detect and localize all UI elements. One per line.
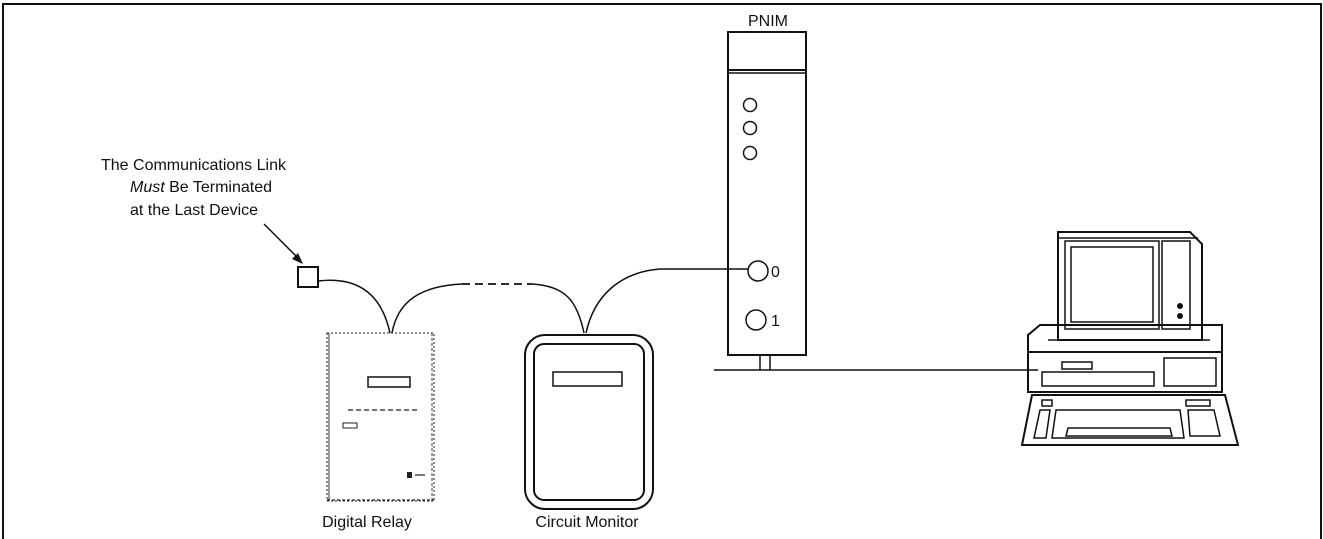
digital-relay: Digital Relay <box>322 332 435 531</box>
cable-monitor-to-pnim <box>585 268 748 334</box>
pnim-port-1 <box>745 309 767 331</box>
note-line-2: Must Be Terminated <box>130 179 272 196</box>
pc-monitor-screen-outer <box>1064 240 1160 330</box>
monitor-outer <box>524 334 654 510</box>
termination-note: The Communications Link Must Be Terminat… <box>101 157 319 288</box>
pnim-body <box>727 31 807 356</box>
relay-detail-3 <box>407 472 412 478</box>
note-must: Must <box>130 179 165 196</box>
pc-monitor-screen <box>1070 246 1154 323</box>
diagram-frame <box>2 3 1322 539</box>
pc-monitor-shell <box>1057 231 1203 341</box>
note-line-1: The Communications Link <box>101 157 287 174</box>
pnim-port-0 <box>747 260 769 282</box>
relay-display <box>367 376 411 388</box>
circuit-monitor: Circuit Monitor <box>524 334 654 531</box>
pc-keyboard-left-block <box>1033 409 1051 439</box>
cable-relay-to-link <box>391 283 463 334</box>
pnim-label: PNIM <box>748 13 788 30</box>
communication-cables <box>317 268 1038 371</box>
pc-system-unit-top <box>1027 324 1223 353</box>
relay-panel <box>326 332 435 502</box>
note-line-3: at the Last Device <box>130 202 258 219</box>
pc-monitor-knob-1 <box>1177 303 1183 309</box>
digital-relay-label: Digital Relay <box>322 514 412 531</box>
cable-terminator-to-relay <box>317 279 391 334</box>
pnim-led-1 <box>742 97 758 113</box>
relay-detail-2 <box>342 422 358 429</box>
monitor-display <box>552 371 623 387</box>
pc-drive-slot <box>1061 361 1093 370</box>
pc-keyboard-spacebar <box>1065 427 1173 437</box>
pc-keyboard-main-block <box>1051 409 1185 439</box>
monitor-inner <box>533 343 645 501</box>
pc-drive-bay <box>1163 357 1217 387</box>
note-arrow-line <box>263 223 301 261</box>
pc-keyboard-key-right <box>1185 399 1211 407</box>
pnim-module: PNIM 0 1 <box>727 13 807 356</box>
pc-system-unit <box>1027 351 1223 393</box>
terminator-block <box>297 266 319 288</box>
pnim-port-0-label: 0 <box>771 264 780 281</box>
pc-monitor-side-panel <box>1161 240 1191 330</box>
note-line-2-rest: Be Terminated <box>165 179 272 196</box>
pnim-port-1-label: 1 <box>771 313 780 330</box>
cable-link-to-monitor <box>531 283 585 334</box>
note-arrowhead <box>292 253 303 264</box>
pc-monitor-knob-2 <box>1177 313 1183 319</box>
pnim-led-2 <box>742 120 758 136</box>
pc-front-panel <box>1041 371 1155 387</box>
pc-keyboard-key-left <box>1041 399 1053 407</box>
circuit-monitor-label: Circuit Monitor <box>535 514 639 531</box>
personal-computer <box>1020 231 1240 446</box>
pc-keyboard <box>1020 394 1240 446</box>
pc-keyboard-numpad <box>1187 409 1221 437</box>
pnim-led-3 <box>742 145 758 161</box>
